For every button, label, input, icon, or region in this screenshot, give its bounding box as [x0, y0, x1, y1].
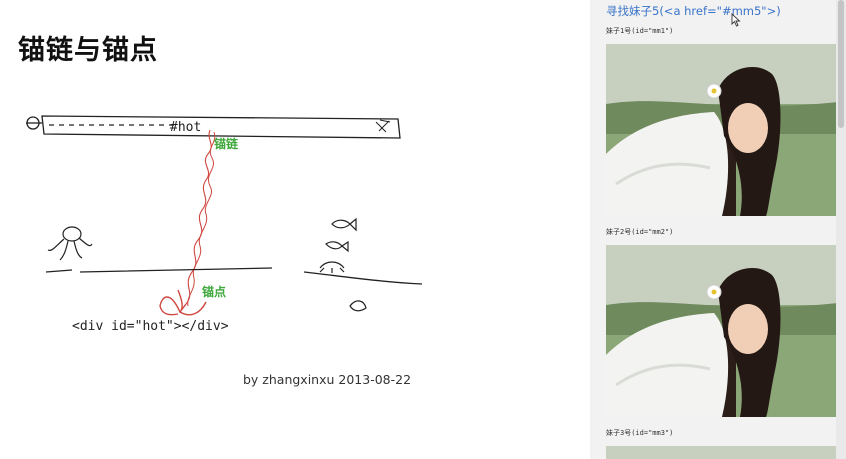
slide-title: 锚链与锚点 — [18, 35, 158, 66]
chain-drawing — [185, 129, 212, 305]
girl-photo-mm1 — [606, 44, 838, 216]
fish-drawing — [319, 217, 367, 312]
address-bar-sketch — [26, 115, 401, 139]
girl-photo-mm2 — [606, 245, 838, 417]
div-code-text: <div id="hot"></div> — [72, 319, 229, 334]
mouse-cursor-icon — [731, 13, 741, 27]
sketch-drawing: #hot 锚链 锚点 — [26, 115, 423, 334]
bar-hash-text: #hot — [170, 120, 201, 135]
anchor-drawing — [159, 289, 207, 316]
browser-viewport: 寻找妹子5(<a href="#mm5">) 妹子1号(id="mm1") 妹子… — [590, 0, 846, 459]
chain-label: 锚链 — [214, 136, 239, 151]
seafloor-sketch — [45, 267, 423, 285]
vertical-scrollbar[interactable] — [836, 0, 846, 459]
girl-photo-mm3 — [606, 446, 838, 459]
section-label-mm1: 妹子1号(id="mm1") — [606, 27, 674, 35]
octopus-drawing — [47, 226, 93, 261]
scrollbar-thumb[interactable] — [838, 0, 844, 128]
slide-area: 锚链与锚点 #hot 锚链 锚点 — [18, 35, 440, 387]
find-girl-5-link[interactable]: 寻找妹子5(<a href="#mm5">) — [606, 4, 781, 18]
anchor-label: 锚点 — [202, 284, 226, 299]
section-label-mm2: 妹子2号(id="mm2") — [606, 228, 674, 236]
slide-credit: by zhangxinxu 2013-08-22 — [243, 372, 412, 387]
anchor-sketch-illustration: #hot 锚链 锚点 — [20, 100, 440, 350]
section-label-mm3: 妹子3号(id="mm3") — [606, 429, 674, 437]
